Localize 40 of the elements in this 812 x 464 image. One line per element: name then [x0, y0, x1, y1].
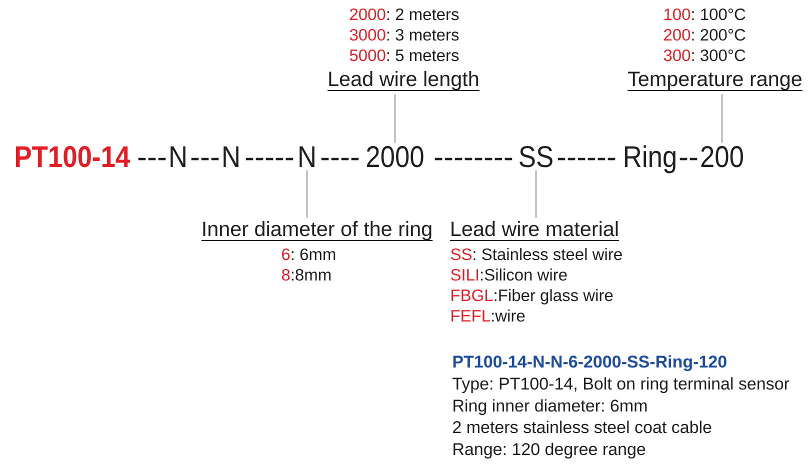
- option-text: SS: Stainless steel wire: [450, 248, 622, 260]
- underlined-heading: Lead wire length: [327, 71, 480, 91]
- option-text: 8:8mm: [282, 268, 331, 281]
- leader-line: [306, 170, 308, 218]
- code-label: 200: [701, 146, 743, 168]
- description-text: Ring inner diameter: 6mm: [454, 399, 647, 416]
- option-text: FBGL:Fiber glass wire: [452, 289, 613, 304]
- dash-separator: ----: [321, 158, 359, 160]
- underlined-heading: Lead wire material: [449, 221, 620, 241]
- leader-line: [721, 94, 723, 143]
- code-label: PT100-14: [16, 146, 130, 168]
- underlined-heading: Temperature range: [627, 72, 803, 91]
- dash-separator: --------: [434, 158, 512, 160]
- option-text: 200: 200°C: [664, 28, 746, 41]
- underlined-heading: Inner diameter of the ring: [200, 221, 434, 241]
- code-label: N: [224, 146, 238, 167]
- dash-separator: --: [680, 158, 698, 160]
- code-label: N: [170, 146, 186, 167]
- option-text: 100: 100°C: [664, 8, 746, 20]
- dash-separator: ---: [191, 158, 219, 160]
- code-label: 2000: [366, 146, 424, 168]
- description-text: Range: 120 degree range: [454, 442, 646, 459]
- description-text: Type: PT100-14, Bolt on ring terminal sensor: [452, 377, 790, 394]
- code-label: Ring: [625, 145, 676, 174]
- leader-line: [394, 94, 396, 143]
- code-label: SS: [520, 146, 552, 168]
- example-code: PT100-14-N-N-6-2000-SS-Ring-120: [453, 355, 726, 372]
- code-label: N: [300, 146, 314, 167]
- option-text: 300: 300°C: [664, 49, 746, 62]
- description-text: 2 meters stainless steel coat cable: [453, 420, 712, 434]
- dash-separator: -----: [246, 158, 294, 160]
- dash-separator: ---: [138, 158, 166, 160]
- option-text: FEFL:wire: [452, 310, 525, 322]
- leader-line: [535, 170, 537, 218]
- option-text: 6: 6mm: [282, 248, 336, 260]
- dash-separator: ------: [558, 158, 616, 160]
- option-text: 2000: 2 meters: [350, 8, 459, 20]
- option-text: 5000: 5 meters: [350, 49, 459, 62]
- option-text: SILI:Silicon wire: [450, 268, 567, 281]
- option-text: 3000: 3 meters: [350, 28, 459, 41]
